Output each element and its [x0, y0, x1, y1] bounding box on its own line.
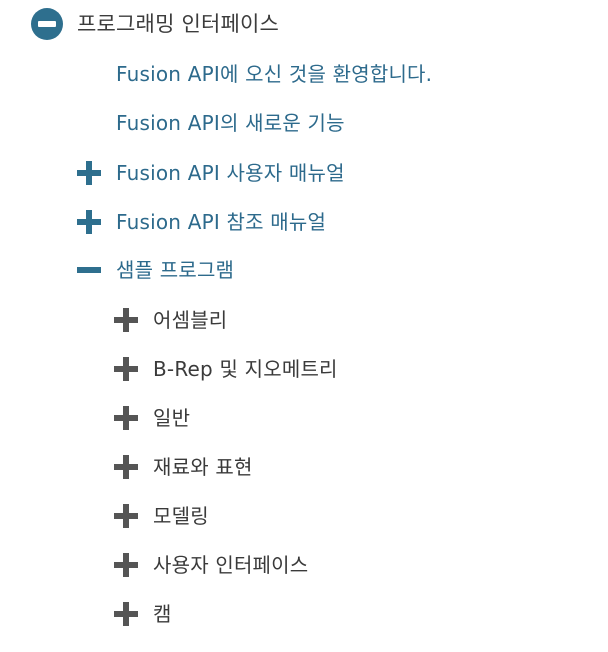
expand-plus-icon[interactable]: [114, 455, 138, 479]
expand-plus-icon[interactable]: [114, 357, 138, 381]
tree-subitem-general[interactable]: 일반: [114, 400, 190, 436]
tree-subitem-label[interactable]: 모델링: [153, 504, 209, 528]
tree-item-sample-programs[interactable]: 샘플 프로그램: [77, 252, 234, 288]
tree-subitem-label[interactable]: 사용자 인터페이스: [153, 553, 309, 577]
expand-plus-icon[interactable]: [114, 553, 138, 577]
tree-subitem-label[interactable]: 캠: [153, 602, 172, 626]
collapse-circle-icon[interactable]: [31, 8, 63, 40]
tree-item-label[interactable]: Fusion API 사용자 매뉴얼: [116, 161, 345, 185]
tree-subitem-cam[interactable]: 캠: [114, 596, 172, 632]
expand-plus-icon[interactable]: [114, 602, 138, 626]
tree-item-user-manual[interactable]: Fusion API 사용자 매뉴얼: [77, 155, 345, 191]
tree-subitem-materials-appearance[interactable]: 재료와 표현: [114, 449, 253, 485]
collapse-minus-icon[interactable]: [77, 258, 101, 282]
tree-subitem-modeling[interactable]: 모델링: [114, 498, 209, 534]
tree-root-programming-interface[interactable]: 프로그래밍 인터페이스: [31, 6, 279, 42]
tree-subitem-label[interactable]: B-Rep 및 지오메트리: [153, 357, 338, 381]
expand-plus-icon[interactable]: [77, 210, 101, 234]
expand-plus-icon[interactable]: [114, 308, 138, 332]
expand-plus-icon[interactable]: [114, 504, 138, 528]
tree-item-reference-manual[interactable]: Fusion API 참조 매뉴얼: [77, 204, 326, 240]
tree-item-whats-new[interactable]: Fusion API의 새로운 기능: [116, 105, 345, 141]
expand-plus-icon[interactable]: [114, 406, 138, 430]
tree-subitem-label[interactable]: 일반: [153, 406, 191, 430]
tree-subitem-user-interface[interactable]: 사용자 인터페이스: [114, 547, 308, 583]
tree-subitem-label[interactable]: 어셈블리: [153, 308, 228, 332]
expand-plus-icon[interactable]: [77, 161, 101, 185]
tree-subitem-assembly[interactable]: 어셈블리: [114, 302, 227, 338]
tree-subitem-brep-geometry[interactable]: B-Rep 및 지오메트리: [114, 351, 338, 387]
tree-item-label[interactable]: Fusion API 참조 매뉴얼: [116, 210, 327, 234]
tree-item-welcome[interactable]: Fusion API에 오신 것을 환영합니다.: [116, 56, 432, 92]
tree-item-label[interactable]: 샘플 프로그램: [116, 258, 235, 282]
tree-root-label: 프로그래밍 인터페이스: [77, 12, 280, 36]
tree-subitem-label[interactable]: 재료와 표현: [153, 455, 253, 479]
tree-item-label[interactable]: Fusion API의 새로운 기능: [116, 111, 345, 135]
tree-item-label[interactable]: Fusion API에 오신 것을 환영합니다.: [116, 62, 433, 86]
